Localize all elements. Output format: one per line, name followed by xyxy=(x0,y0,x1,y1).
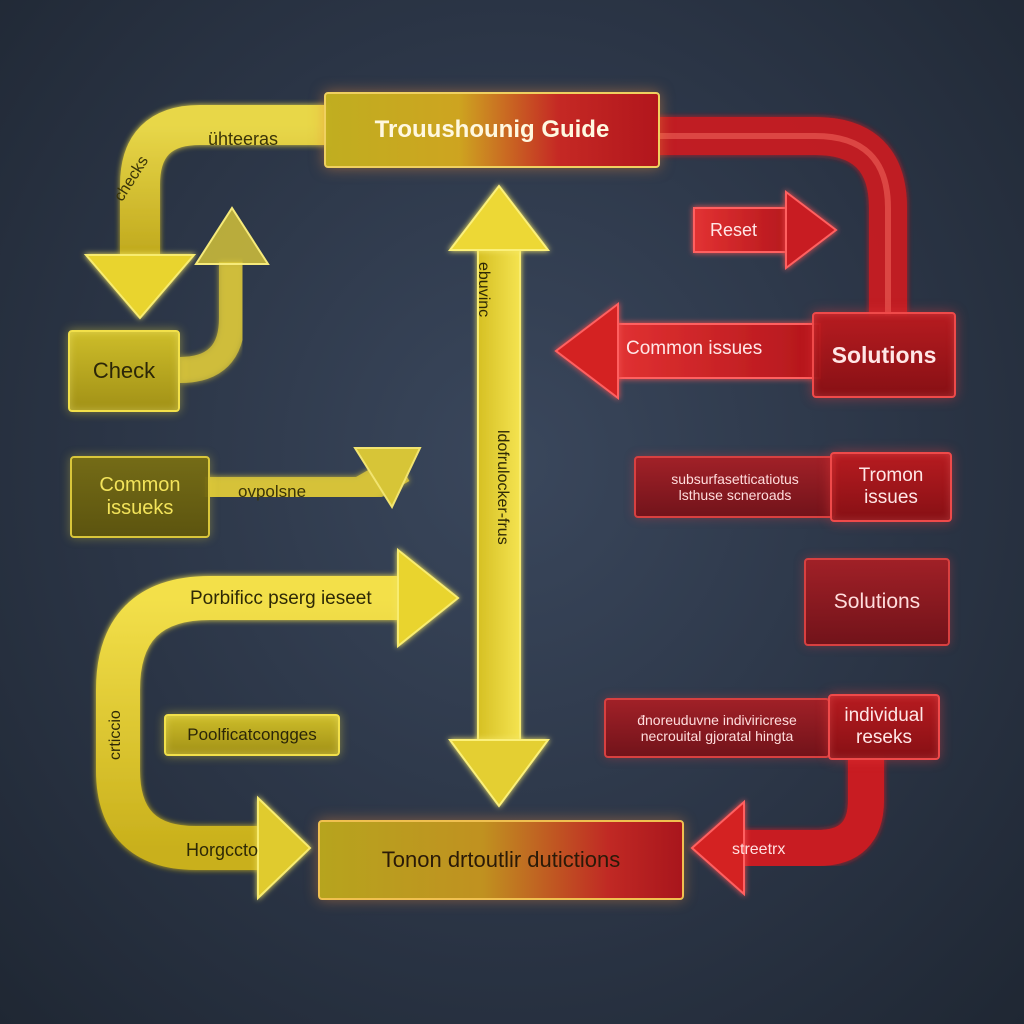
mid-left-arrowhead xyxy=(353,447,422,510)
bottom-right-red-pipe xyxy=(742,758,884,866)
common-issues-left-box: Common issueks xyxy=(70,456,210,538)
tromon-issues-box: Tromon issues xyxy=(830,452,952,522)
common-issues-left-label: Common issueks xyxy=(99,474,181,519)
check-up-arrow xyxy=(179,262,245,383)
curve-bottom-left-label: crticcio xyxy=(107,710,124,760)
lower-right-detail-label: đnoreuduvne indiviricrese necrouital gjo… xyxy=(637,711,797,744)
top-left-arrow-label: ühteeras xyxy=(208,129,279,149)
central-arrowhead-up xyxy=(447,184,551,251)
bottom-right-arrow-label: streetrx xyxy=(732,841,786,858)
lower-left-loop-arrowhead-top xyxy=(397,547,460,649)
solutions-mid-label: Solutions xyxy=(833,589,921,613)
bottom-left-arrow-label: Horgccto xyxy=(186,840,259,860)
top-left-arrowhead xyxy=(83,254,197,320)
check-up-arrowhead xyxy=(194,206,270,265)
common-issues-arrow-shaft xyxy=(609,323,821,379)
small-left-box-label: Poolficatcongges xyxy=(187,725,317,745)
title-box: Trouushounig Guide xyxy=(324,92,660,168)
check-label: Check xyxy=(92,358,156,384)
solutions-mid-box: Solutions xyxy=(804,558,950,646)
small-left-box: Poolficatcongges xyxy=(164,714,340,756)
sub-detail-box: subsurfasetticatiotus lsthuse scneroads xyxy=(634,456,836,518)
lower-left-loop-arrow xyxy=(96,576,400,870)
central-arrowhead-down xyxy=(448,739,550,808)
tromon-issues-label: Tromon issues xyxy=(858,465,924,508)
individual-resets-box: individual reseks xyxy=(828,694,940,760)
reset-label: Reset xyxy=(710,220,758,240)
sub-detail-label: subsurfasetticatiotus lsthuse scneroads xyxy=(671,470,799,503)
solutions-top-box: Solutions xyxy=(812,312,956,398)
reset-arrowhead xyxy=(785,189,838,271)
top-right-red-pipe xyxy=(656,117,907,316)
long-arrow-label: Porbificc pserg ieseet xyxy=(190,588,372,609)
bottom-right-arrowhead xyxy=(690,799,745,897)
vertical-top-label: ebuvinc xyxy=(475,262,492,318)
mid-left-arrow-label: ovpolsne xyxy=(238,482,307,501)
common-issues-arrowhead xyxy=(554,301,619,401)
diagram-title: Trouushounig Guide xyxy=(374,116,610,144)
top-left-curved-arrow xyxy=(120,105,326,255)
vertical-bottom-label: ldofrulocker-frus xyxy=(494,430,511,545)
solutions-top-label: Solutions xyxy=(831,341,937,368)
reset-arrow-shaft xyxy=(693,207,795,253)
check-box: Check xyxy=(68,330,180,412)
bottom-box: Tonon drtoutlir dutictions xyxy=(318,820,684,900)
common-issues-right-label: Common issues xyxy=(626,338,763,359)
bottom-box-label: Tonon drtoutlir dutictions xyxy=(381,847,621,873)
lower-left-loop-arrowhead-bottom xyxy=(257,795,312,901)
lower-right-detail-box: đnoreuduvne indiviricrese necrouital gjo… xyxy=(604,698,830,758)
individual-resets-label: individual reseks xyxy=(844,705,924,748)
